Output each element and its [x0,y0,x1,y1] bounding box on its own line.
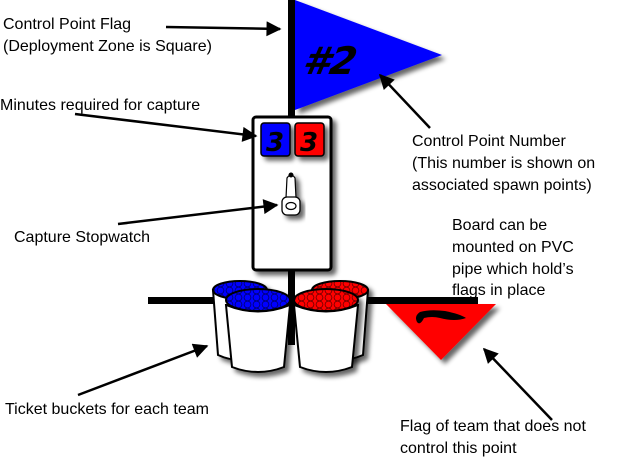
arrow-flag [165,21,282,37]
annotation-arrows [74,21,553,421]
red-bucket-front [292,288,360,373]
control-point-number: #2 [300,39,361,84]
arrow-stopwatch [117,199,279,226]
red-flag [386,304,496,360]
arrow-minutes [74,112,258,142]
label-opposing-flag: Flag of team that does not control this … [400,418,590,457]
arrow-number [378,73,431,129]
capture-board: 3 3 [251,115,333,272]
control-point-flag [295,0,442,110]
stopwatch-icon [281,172,301,216]
arrow-opposing-flag [482,347,553,421]
inverted-number-icon [416,310,466,324]
blue-flag [295,0,442,110]
ticket-buckets [211,280,370,373]
red-minutes-card [294,122,325,157]
blue-bucket-front [224,288,292,373]
blue-minutes-card [260,122,291,157]
label-control-point-flag: Control Point Flag (Deployment Zone is S… [3,16,212,55]
opposing-team-flag [386,304,496,360]
blue-minutes-value: 3 [266,128,284,158]
label-capture-stopwatch: Capture Stopwatch [14,229,150,246]
label-control-point-number: Control Point Number (This number is sho… [412,133,600,194]
label-minutes-required: Minutes required for capture [0,97,200,114]
label-board-mount: Board can be mounted on PVC pipe which h… [452,217,578,299]
label-ticket-buckets: Ticket buckets for each team [5,401,209,418]
arrow-buckets [77,343,209,397]
red-minutes-value: 3 [300,128,318,158]
